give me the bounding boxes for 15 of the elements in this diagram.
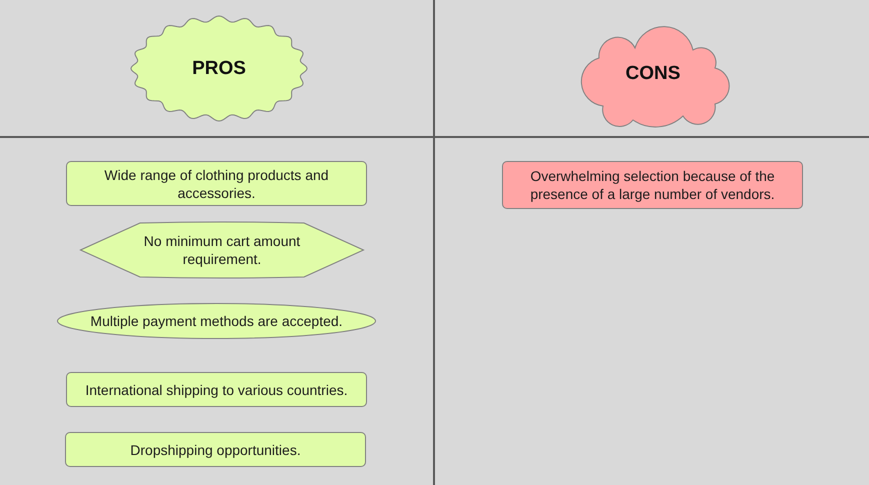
heading-text: CONS xyxy=(625,63,681,85)
item-text: International shipping to various countries. xyxy=(84,380,348,398)
con-card xyxy=(502,161,803,209)
heading-text: PROS xyxy=(192,58,246,80)
item-text: Overwhelming selection because of the presence of a large number of vendors. xyxy=(530,167,776,203)
wavy-badge xyxy=(130,15,308,122)
item-text: Wide range of clothing products and accessories. xyxy=(104,166,330,202)
pro-card xyxy=(65,432,366,467)
hexagon-shape xyxy=(80,222,364,278)
ellipse-shape xyxy=(57,303,376,339)
item-text: Multiple payment methods are accepted. xyxy=(90,312,344,330)
pro-card xyxy=(66,161,367,206)
item-text: Dropshipping opportunities. xyxy=(130,440,302,458)
pro-card xyxy=(66,372,367,407)
item-text: No minimum cart amount requirement. xyxy=(143,232,301,268)
